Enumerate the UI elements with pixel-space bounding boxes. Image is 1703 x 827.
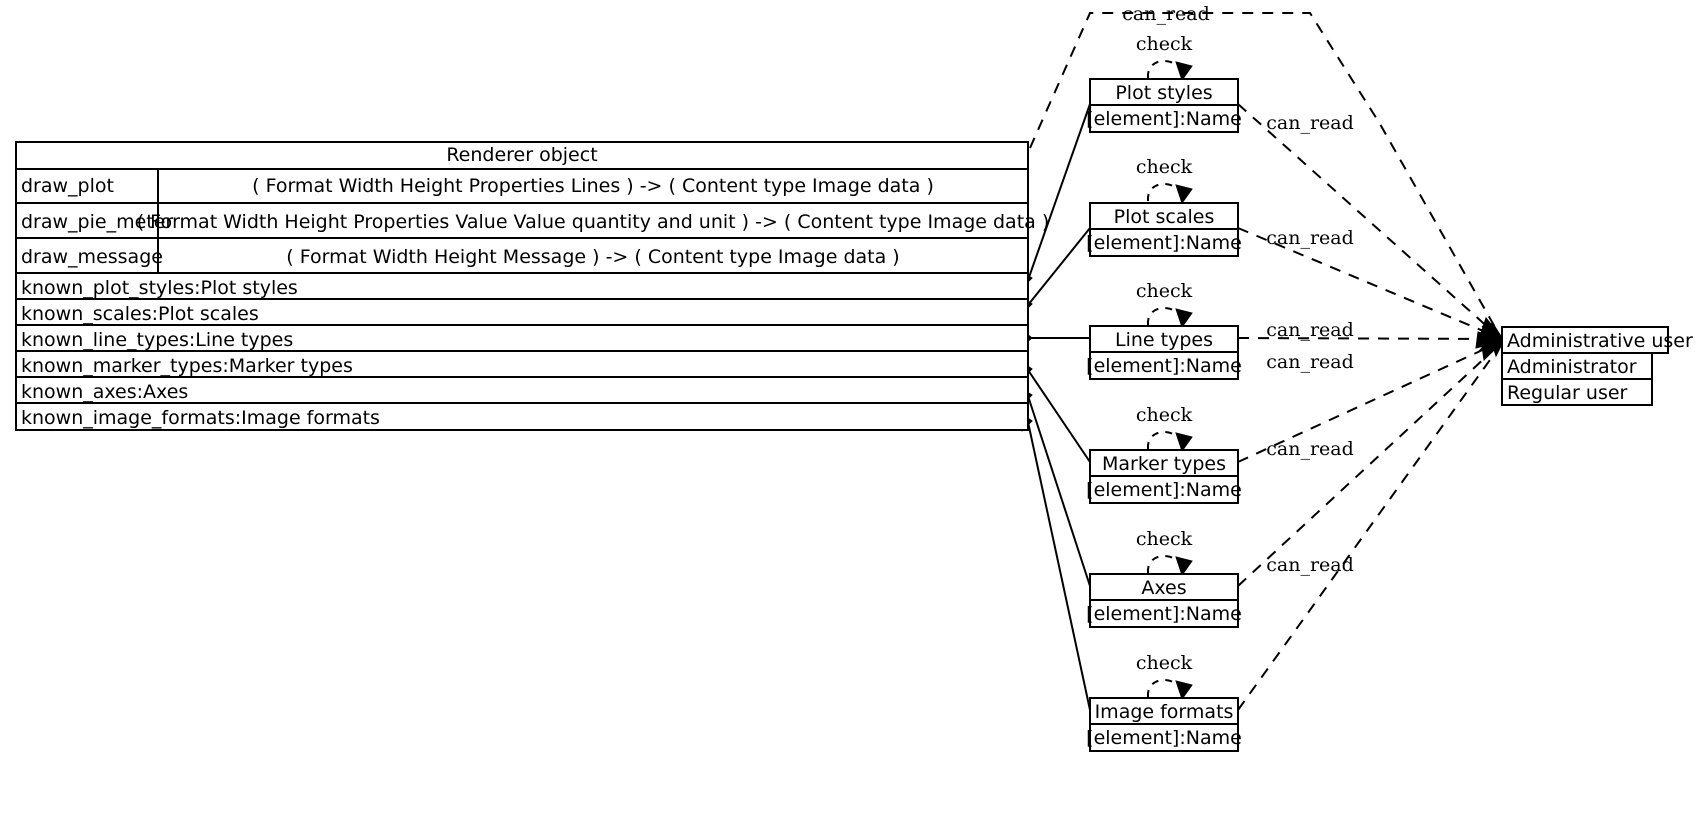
line-types-attr-cell xyxy=(1089,351,1239,380)
method-signature-draw-message: ( Format Width Height Message ) -> ( Con… xyxy=(286,246,899,268)
check-label-4: check xyxy=(1136,404,1193,426)
check-dependency-edges xyxy=(1146,60,1193,701)
attribute-known-plot-styles: known_plot_styles:Plot styles xyxy=(21,277,298,299)
image-formats-attr-cell xyxy=(1089,723,1239,752)
plot-styles-title: Plot styles xyxy=(1115,82,1212,104)
marker-types-attr-cell xyxy=(1089,475,1239,504)
can-read-label-plot-scales: can_read xyxy=(1266,227,1354,249)
plot-scales-title: Plot scales xyxy=(1114,206,1215,228)
composition-edge-image-formats xyxy=(1027,421,1091,711)
user-role-cell-0 xyxy=(1501,352,1653,380)
can-read-label-marker-types: can_read xyxy=(1266,351,1354,373)
image-formats-title: Image formats xyxy=(1095,701,1234,723)
check-arrow-3 xyxy=(1175,308,1193,329)
can-read-edge-top xyxy=(1029,12,1501,337)
can-read-label-line-types: can_read xyxy=(1266,319,1354,341)
method-name-draw-pie-meter: draw_pie_meter xyxy=(21,211,173,233)
check-label-1: check xyxy=(1136,33,1193,55)
plot-styles-attr-cell xyxy=(1089,104,1239,133)
element-class-line-types[interactable]: Line types [element]:Name xyxy=(1086,325,1242,380)
can-read-label-top: can_read xyxy=(1122,3,1210,25)
element-class-marker-types[interactable]: Marker types [element]:Name xyxy=(1086,449,1242,504)
can-read-edge-labels: can_read can_read can_read can_read can_… xyxy=(1122,3,1354,576)
check-edge-labels: check check check check check check xyxy=(1136,33,1193,674)
image-formats-attribute: [element]:Name xyxy=(1086,727,1242,749)
axes-attr-cell xyxy=(1089,599,1239,628)
can-read-edge-image-formats xyxy=(1237,345,1501,711)
attribute-known-scales: known_scales:Plot scales xyxy=(21,303,259,325)
user-title-cell xyxy=(1501,326,1669,354)
plot-styles-attribute: [element]:Name xyxy=(1086,108,1242,130)
composition-edge-plot-styles xyxy=(1027,103,1091,281)
check-label-2: check xyxy=(1136,156,1193,178)
can-read-edge-line-types xyxy=(1237,337,1501,340)
attribute-known-line-types: known_line_types:Line types xyxy=(21,329,293,351)
marker-types-title: Marker types xyxy=(1102,453,1226,475)
check-arrow-4 xyxy=(1175,432,1193,453)
user-role-administrator: Administrator xyxy=(1507,356,1637,378)
element-class-plot-scales[interactable]: Plot scales [element]:Name xyxy=(1086,202,1242,257)
image-formats-title-cell xyxy=(1089,697,1239,725)
check-label-3: check xyxy=(1136,280,1193,302)
renderer-frame xyxy=(15,141,1029,431)
line-types-title: Line types xyxy=(1115,329,1213,351)
method-name-draw-plot: draw_plot xyxy=(21,175,114,197)
composition-edge-marker-types xyxy=(1027,369,1091,463)
element-class-plot-styles[interactable]: Plot styles [element]:Name xyxy=(1086,78,1242,133)
can-read-label-image-formats: can_read xyxy=(1266,554,1354,576)
renderer-object-class[interactable]: Renderer object draw_plot draw_pie_meter… xyxy=(15,141,1050,431)
check-arrow-1 xyxy=(1175,61,1193,82)
can-read-label-plot-styles: can_read xyxy=(1266,112,1354,134)
can-read-arrowhead-cluster xyxy=(1475,316,1506,362)
composition-edge-axes xyxy=(1027,395,1091,587)
administrative-user-class[interactable]: Administrative user Administrator Regula… xyxy=(1501,326,1693,406)
plot-scales-attribute: [element]:Name xyxy=(1086,232,1242,254)
composition-edges xyxy=(1027,103,1091,711)
composition-edge-plot-scales xyxy=(1027,227,1091,306)
can-read-edge-axes xyxy=(1237,343,1501,587)
check-arrow-2 xyxy=(1175,184,1193,205)
element-class-axes[interactable]: Axes [element]:Name xyxy=(1086,573,1242,628)
can-read-edge-plot-styles xyxy=(1237,103,1501,339)
can-read-edges xyxy=(1029,12,1506,711)
check-label-6: check xyxy=(1136,652,1193,674)
can-read-edge-marker-types xyxy=(1237,341,1501,463)
check-arrow-6 xyxy=(1175,680,1193,701)
user-role-regular-user: Regular user xyxy=(1507,382,1628,404)
plot-styles-title-cell xyxy=(1089,78,1239,106)
attribute-known-image-formats: known_image_formats:Image formats xyxy=(21,407,380,429)
plot-scales-attr-cell xyxy=(1089,228,1239,257)
method-signature-draw-plot: ( Format Width Height Properties Lines )… xyxy=(252,175,934,197)
can-read-label-axes: can_read xyxy=(1266,438,1354,460)
attribute-known-axes: known_axes:Axes xyxy=(21,381,188,403)
attribute-known-marker-types: known_marker_types:Marker types xyxy=(21,355,353,377)
user-title: Administrative user xyxy=(1507,330,1693,352)
check-arrow-5 xyxy=(1175,556,1193,577)
element-class-image-formats[interactable]: Image formats [element]:Name xyxy=(1086,697,1242,752)
method-signature-draw-pie-meter: ( Format Width Height Properties Value V… xyxy=(137,211,1050,233)
renderer-title: Renderer object xyxy=(446,144,597,166)
user-role-cell-1 xyxy=(1501,378,1653,406)
axes-attribute: [element]:Name xyxy=(1086,603,1242,625)
axes-title: Axes xyxy=(1141,577,1186,599)
marker-types-attribute: [element]:Name xyxy=(1086,479,1242,501)
check-label-5: check xyxy=(1136,528,1193,550)
can-read-edge-plot-scales xyxy=(1237,227,1501,339)
line-types-attribute: [element]:Name xyxy=(1086,355,1242,377)
method-name-draw-message: draw_message xyxy=(21,246,163,268)
